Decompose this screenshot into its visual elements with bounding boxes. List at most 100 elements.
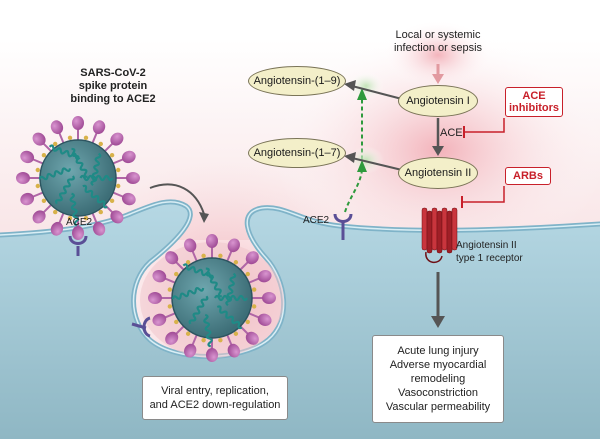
infection-glow [383,20,493,90]
envelope-protein [218,337,223,343]
envelope-protein [116,183,121,189]
receptor-helix [426,210,433,254]
node-angiotensin-ii: Angiotensin II [398,157,478,189]
virus-particle-outside [16,116,140,240]
rna-strand [188,295,209,325]
envelope-protein [245,319,250,325]
receptor-helix [446,210,453,254]
ace-inhibitors-line1: ACE [522,90,546,102]
envelope-protein [233,260,239,265]
spike-protein [245,251,259,265]
envelope-protein [245,271,250,277]
spike-protein [152,270,167,283]
spike-protein [206,348,218,362]
green-glow-lower [348,146,384,174]
receptor-label-line2: type 1 receptor [456,253,523,264]
node-angiotensin-1-7: Angiotensin-(1–7) [248,138,346,168]
rna-strand [69,192,80,227]
spike-protein [227,343,240,358]
spike-protein [121,150,136,164]
spike-protein [72,226,84,240]
receptor-label: Angiotensin II type 1 receptor [456,239,556,265]
green-arrow-head-lower [357,160,367,172]
rna-strand [182,263,215,279]
arrow-receptor-to-outcomes-head [431,316,445,328]
virus-label-line2: spike protein [78,80,148,92]
ace-label: ACE [440,127,463,139]
rna-strand [90,152,102,187]
envelope-protein [41,153,47,158]
spike-protein [152,313,167,326]
spike-protein [110,132,124,146]
ace2-receptor-left [68,235,88,256]
viral-entry-box: Viral entry, replication, and ACE2 down-… [142,376,288,420]
infection-arrow-head [432,74,444,84]
arrow-angI-to-angII-head [432,146,444,156]
spike-protein [20,192,35,206]
viral-entry-line2: and ACE2 down-regulation [149,399,281,411]
envelope-protein [53,209,58,215]
spike-protein [257,313,272,326]
ace2-label-middle: ACE2 [303,215,330,226]
rna-strand [38,167,72,181]
infection-label-line2: infection or sepsis [393,42,483,54]
envelope-protein [83,135,89,140]
virus-label-line3: binding to ACE2 [70,93,156,105]
cell-interior [0,201,600,439]
envelope-protein [167,304,173,309]
arrow-angII-to-ang17-head [344,152,356,163]
rna-strand [48,144,81,161]
viral-entry-line1: Viral entry, replication, [161,385,269,397]
envelope-protein [251,304,257,309]
receptor-helix [421,207,428,251]
spike-protein [32,132,46,146]
arb-block [462,186,505,203]
entry-arrow-head [199,212,209,223]
spike-protein [126,172,140,184]
spike-protein [20,150,35,164]
envelope-protein [185,331,191,336]
ace-inhibitors-line2: inhibitors [508,102,560,114]
envelope-protein [83,216,89,221]
spike-protein [262,292,276,304]
envelope-protein [35,167,40,173]
green-arrow-head-upper [357,88,367,100]
envelope-protein [35,183,40,189]
arrow-angI-to-ang19 [351,85,403,100]
envelope-protein [185,260,191,265]
ace2-receptor-vesicle [131,316,151,338]
receptor-label-line1: Angiotensin II [456,240,517,251]
rna-strand [82,184,108,209]
arrow-angI-to-ang19-head [344,80,356,91]
envelope-protein [98,209,103,215]
spike-protein [72,116,84,130]
rna-strand [54,175,75,205]
outcome-item: Acute lung injury [397,345,479,357]
outcome-item: remodeling [410,373,466,385]
ace-inhibitors-box: ACE inhibitors [505,87,563,117]
node-angiotensin-i: Angiotensin I [398,85,478,117]
receptor-tail [425,251,443,264]
receptor-helix [431,207,438,251]
receptor-helix [441,207,448,251]
envelope-protein [251,287,257,292]
spike-protein [50,120,64,135]
arbs-box: ARBs [505,167,551,185]
envelope-protein [53,141,58,147]
envelope-protein [167,287,173,292]
spike-protein [206,234,218,248]
spike-protein [16,172,30,184]
spike-protein [165,331,179,345]
spike-protein [32,210,46,224]
rna-strand [171,287,205,300]
outcome-item: Adverse myocardial [389,359,487,371]
arrow-angII-to-ang17 [351,157,403,171]
envelope-protein [98,141,103,147]
ace-inhibitor-block [464,118,505,133]
envelope-protein [67,216,73,221]
outcome-item: Vascular permeability [385,401,491,413]
node-angiotensin-1-9: Angiotensin-(1–9) [248,66,346,96]
outcomes-box: Acute lung injury Adverse myocardial rem… [372,335,504,423]
